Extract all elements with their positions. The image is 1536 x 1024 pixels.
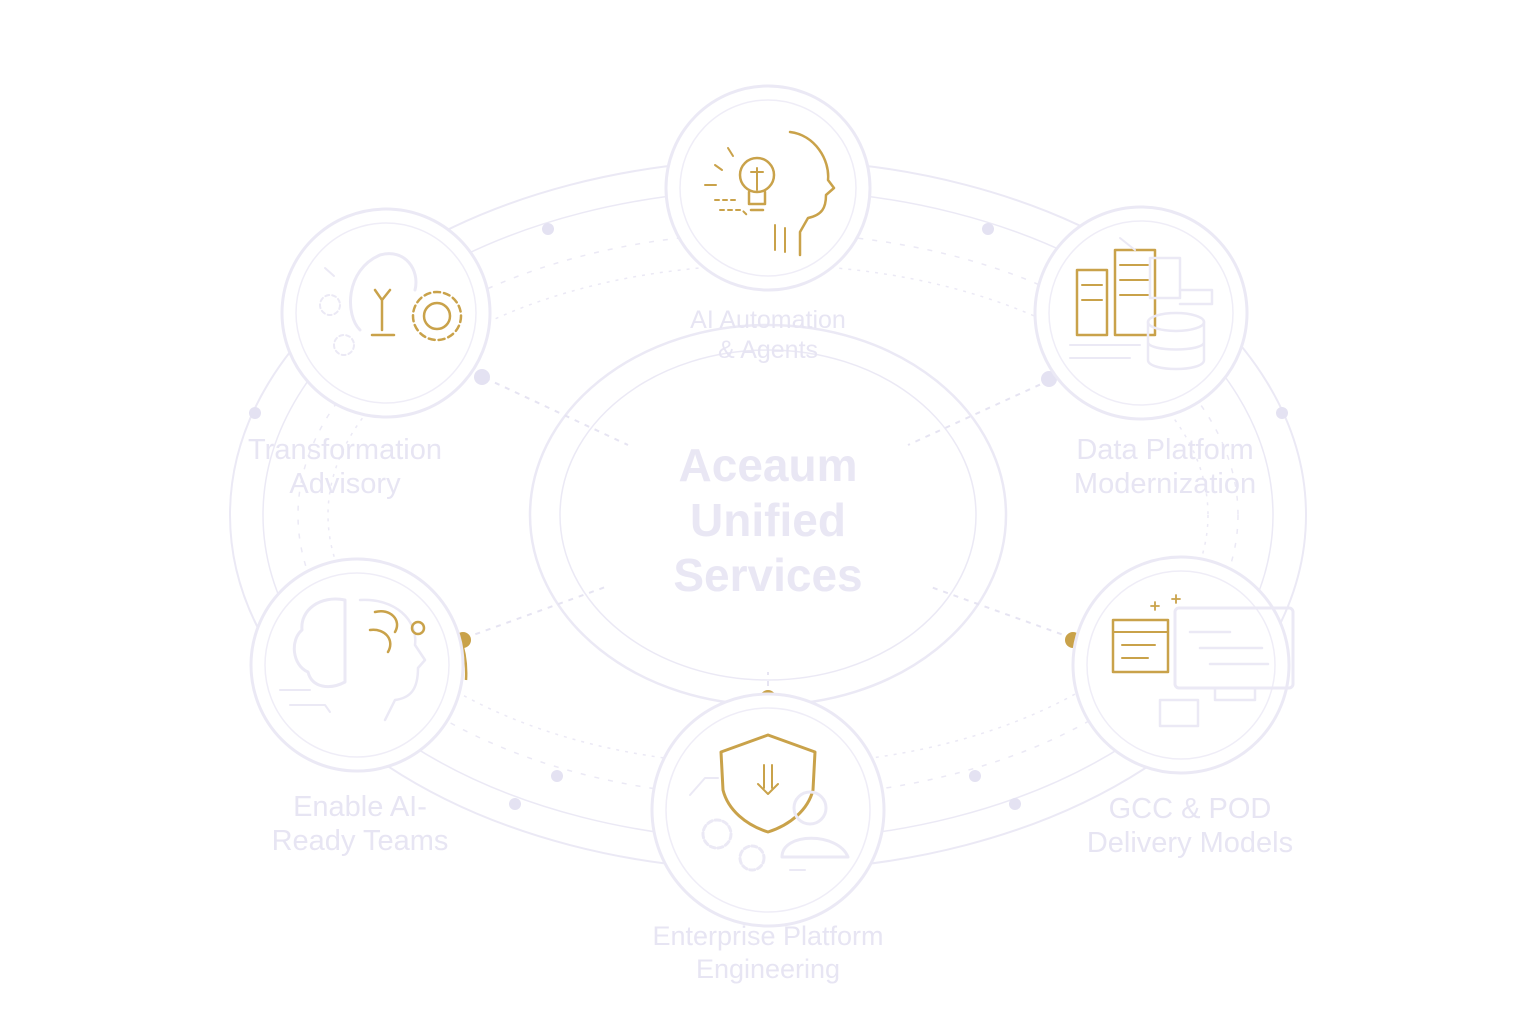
node-label-transformation: Transformation Advisory [205, 433, 485, 501]
label-line: Advisory [289, 468, 401, 500]
node-label-ai-automation: AI Automation & Agents [628, 305, 908, 365]
label-line: Data Platform [1076, 434, 1254, 466]
label-line: Engineering [695, 954, 841, 984]
brain-head-circuit-icon [279, 597, 427, 722]
node-data-platform[interactable] [1033, 205, 1249, 421]
lightbulb-gears-icon [319, 252, 463, 356]
label-line: Delivery Models [1086, 827, 1294, 859]
node-gcc-pod[interactable] [1071, 555, 1295, 775]
node-label-gcc-pod: GCC & POD Delivery Models [1035, 792, 1345, 860]
label-line: Ready Teams [271, 825, 449, 857]
label-line: AI Automation [690, 306, 846, 334]
ai-head-lightbulb-icon [704, 130, 836, 257]
center-title-line: Aceaum [678, 439, 858, 491]
center-title: Aceaum Unified Services [568, 438, 968, 603]
shield-gears-user-icon [689, 733, 850, 872]
center-title-line: Unified [690, 494, 846, 546]
label-line: Modernization [1073, 468, 1257, 500]
node-label-data-platform: Data Platform Modernization [1025, 433, 1305, 501]
node-label-enterprise-platform: Enterprise Platform Engineering [600, 920, 936, 986]
label-line: Transformation [248, 434, 442, 466]
label-line: Enterprise Platform [652, 921, 884, 951]
node-label-enable-ai-teams: Enable AI- Ready Teams [220, 790, 500, 858]
windows-monitor-icon [1111, 594, 1295, 728]
label-line: Enable AI- [293, 791, 427, 823]
label-line: GCC & POD [1108, 793, 1272, 825]
data-servers-database-icon [1069, 237, 1214, 371]
node-transformation[interactable] [280, 207, 492, 419]
center-title-line: Services [673, 549, 863, 601]
node-enterprise-platform[interactable] [650, 692, 886, 928]
node-enable-ai-teams[interactable] [249, 557, 465, 773]
label-line: & Agents [717, 336, 819, 364]
node-ai-automation[interactable] [664, 84, 872, 292]
